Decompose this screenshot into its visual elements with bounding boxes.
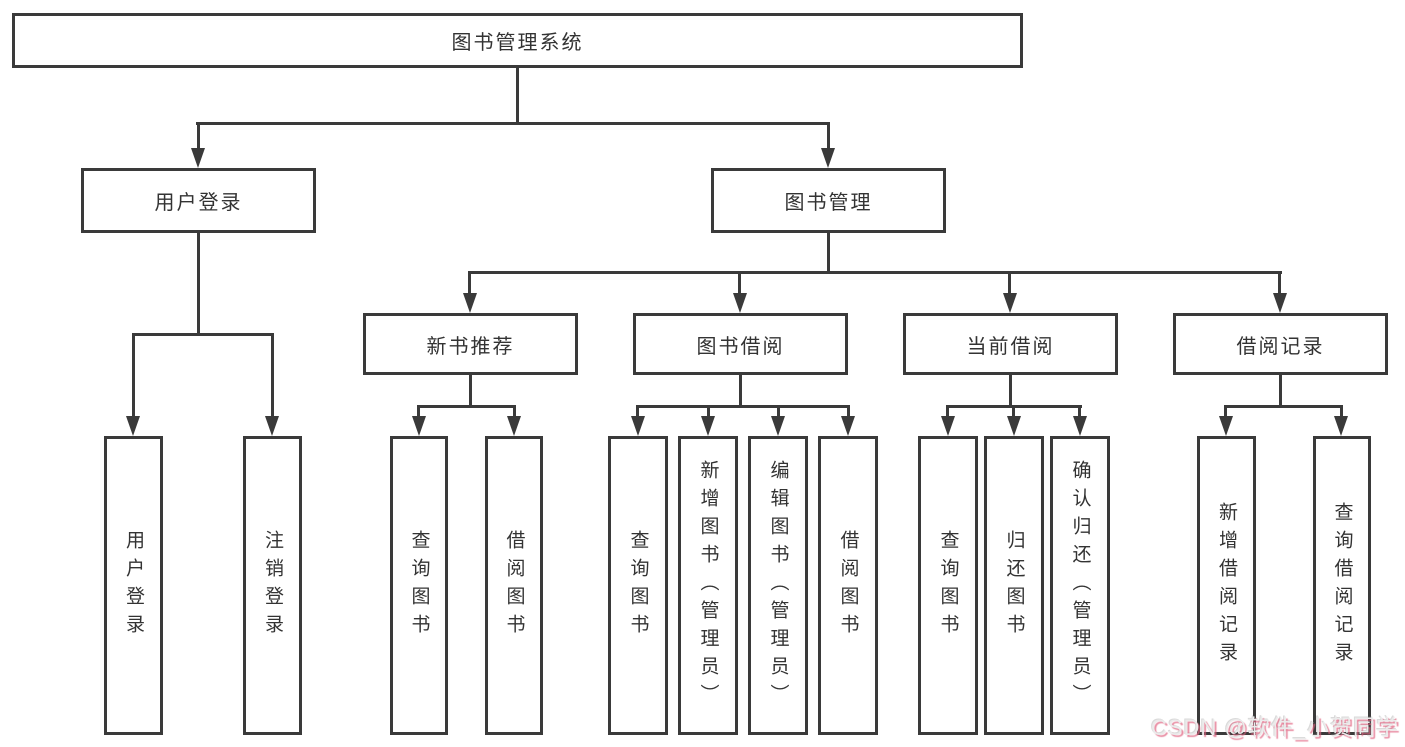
node-label: 注销登录 [262, 529, 283, 642]
connector-leaf-drop [946, 405, 949, 417]
node-book-management: 图书管理 [711, 168, 946, 233]
node-borrow-record: 借阅记录 [1173, 313, 1388, 375]
node-label: 查询图书 [937, 529, 959, 642]
node-label: 图书借阅 [696, 335, 785, 358]
leaf-add-books-admin: 新增图书（管理员） [678, 436, 738, 735]
connector-level3-drop [1278, 271, 1281, 293]
node-label: 图书管理 [784, 192, 873, 214]
connector-level2-bar [196, 122, 830, 125]
connector-leaf-drop [132, 333, 135, 417]
connector-level3-drop [468, 271, 471, 293]
connector-login-bar [132, 333, 274, 336]
arrow-down-icon [841, 416, 855, 436]
node-label: 借阅图书 [503, 529, 525, 642]
arrow-down-icon [412, 416, 426, 436]
connector-leaf-drop [513, 405, 516, 417]
connector-login-stem [197, 233, 200, 336]
node-root-system: 图书管理系统 [12, 13, 1023, 68]
leaf-query-books-newbook: 查询图书 [390, 436, 448, 735]
leaf-query-borrow-record: 查询借阅记录 [1313, 436, 1371, 735]
connector-leaf-drop [1012, 405, 1015, 417]
connector-level3-bar [468, 271, 1282, 274]
arrow-down-icon [191, 148, 205, 168]
arrow-down-icon [463, 293, 477, 313]
node-label: 图书管理系统 [451, 32, 584, 54]
connector-login-drop [197, 122, 200, 150]
leaf-query-books-borrow: 查询图书 [608, 436, 668, 735]
connector-leaf-drop [847, 405, 850, 417]
arrow-down-icon [1003, 293, 1017, 313]
node-label: 查询借阅记录 [1331, 501, 1353, 670]
node-label: 确认归还（管理员） [1069, 459, 1091, 712]
connector-newbook-bar [417, 405, 516, 408]
connector-level3-drop [1008, 271, 1011, 293]
leaf-borrow-books: 借阅图书 [818, 436, 878, 735]
arrow-down-icon [1219, 416, 1233, 436]
connector-record-stem [1279, 375, 1282, 408]
connector-current-stem [1009, 375, 1012, 408]
connector-leaf-drop [777, 405, 780, 417]
connector-leaf-drop [1224, 405, 1227, 417]
arrow-down-icon [1073, 416, 1087, 436]
leaf-confirm-return-admin: 确认归还（管理员） [1050, 436, 1110, 735]
node-label: 新增图书（管理员） [697, 459, 719, 712]
connector-leaf-drop [1078, 405, 1081, 417]
node-label: 查询图书 [627, 529, 649, 642]
connector-borrow-stem [739, 375, 742, 408]
node-new-book-recommend: 新书推荐 [363, 313, 578, 375]
connector-mgmt-drop [827, 122, 830, 150]
arrow-down-icon [821, 148, 835, 168]
node-label: 当前借阅 [966, 335, 1055, 358]
leaf-add-borrow-record: 新增借阅记录 [1197, 436, 1256, 735]
node-label: 用户登录 [123, 529, 144, 642]
node-current-borrow: 当前借阅 [903, 313, 1118, 375]
connector-borrow-bar [636, 405, 850, 408]
node-user-login: 用户登录 [81, 168, 316, 233]
arrow-down-icon [701, 416, 715, 436]
connector-leaf-drop [271, 333, 274, 417]
arrow-down-icon [507, 416, 521, 436]
connector-leaf-drop [636, 405, 639, 417]
node-label: 借阅图书 [837, 529, 859, 642]
leaf-borrow-books-newbook: 借阅图书 [485, 436, 543, 735]
arrow-down-icon [733, 293, 747, 313]
connector-leaf-drop [1340, 405, 1343, 417]
node-label: 查询图书 [408, 529, 430, 642]
connector-root-stem [516, 68, 519, 124]
arrow-down-icon [771, 416, 785, 436]
node-label: 归还图书 [1003, 529, 1025, 642]
leaf-logout: 注销登录 [243, 436, 302, 735]
arrow-down-icon [1273, 293, 1287, 313]
leaf-user-login: 用户登录 [104, 436, 163, 735]
leaf-return-books: 归还图书 [984, 436, 1044, 735]
connector-level3-drop [738, 271, 741, 293]
arrow-down-icon [941, 416, 955, 436]
arrow-down-icon [1334, 416, 1348, 436]
arrow-down-icon [265, 416, 279, 436]
connector-newbook-stem [469, 375, 472, 408]
connector-leaf-drop [417, 405, 420, 417]
node-label: 借阅记录 [1236, 335, 1325, 358]
arrow-down-icon [1007, 416, 1021, 436]
arrow-down-icon [126, 416, 140, 436]
leaf-edit-books-admin: 编辑图书（管理员） [748, 436, 808, 735]
node-label: 新书推荐 [426, 335, 515, 358]
node-label: 新增借阅记录 [1216, 501, 1237, 670]
connector-leaf-drop [707, 405, 710, 417]
node-label: 编辑图书（管理员） [767, 459, 789, 712]
connector-mgmt-stem [827, 233, 830, 273]
arrow-down-icon [631, 416, 645, 436]
csdn-watermark: CSDN @软件_小贺同学 [1150, 715, 1399, 740]
leaf-query-books-current: 查询图书 [918, 436, 978, 735]
node-book-borrow: 图书借阅 [633, 313, 848, 375]
node-label: 用户登录 [154, 192, 243, 214]
connector-record-bar [1224, 405, 1343, 408]
